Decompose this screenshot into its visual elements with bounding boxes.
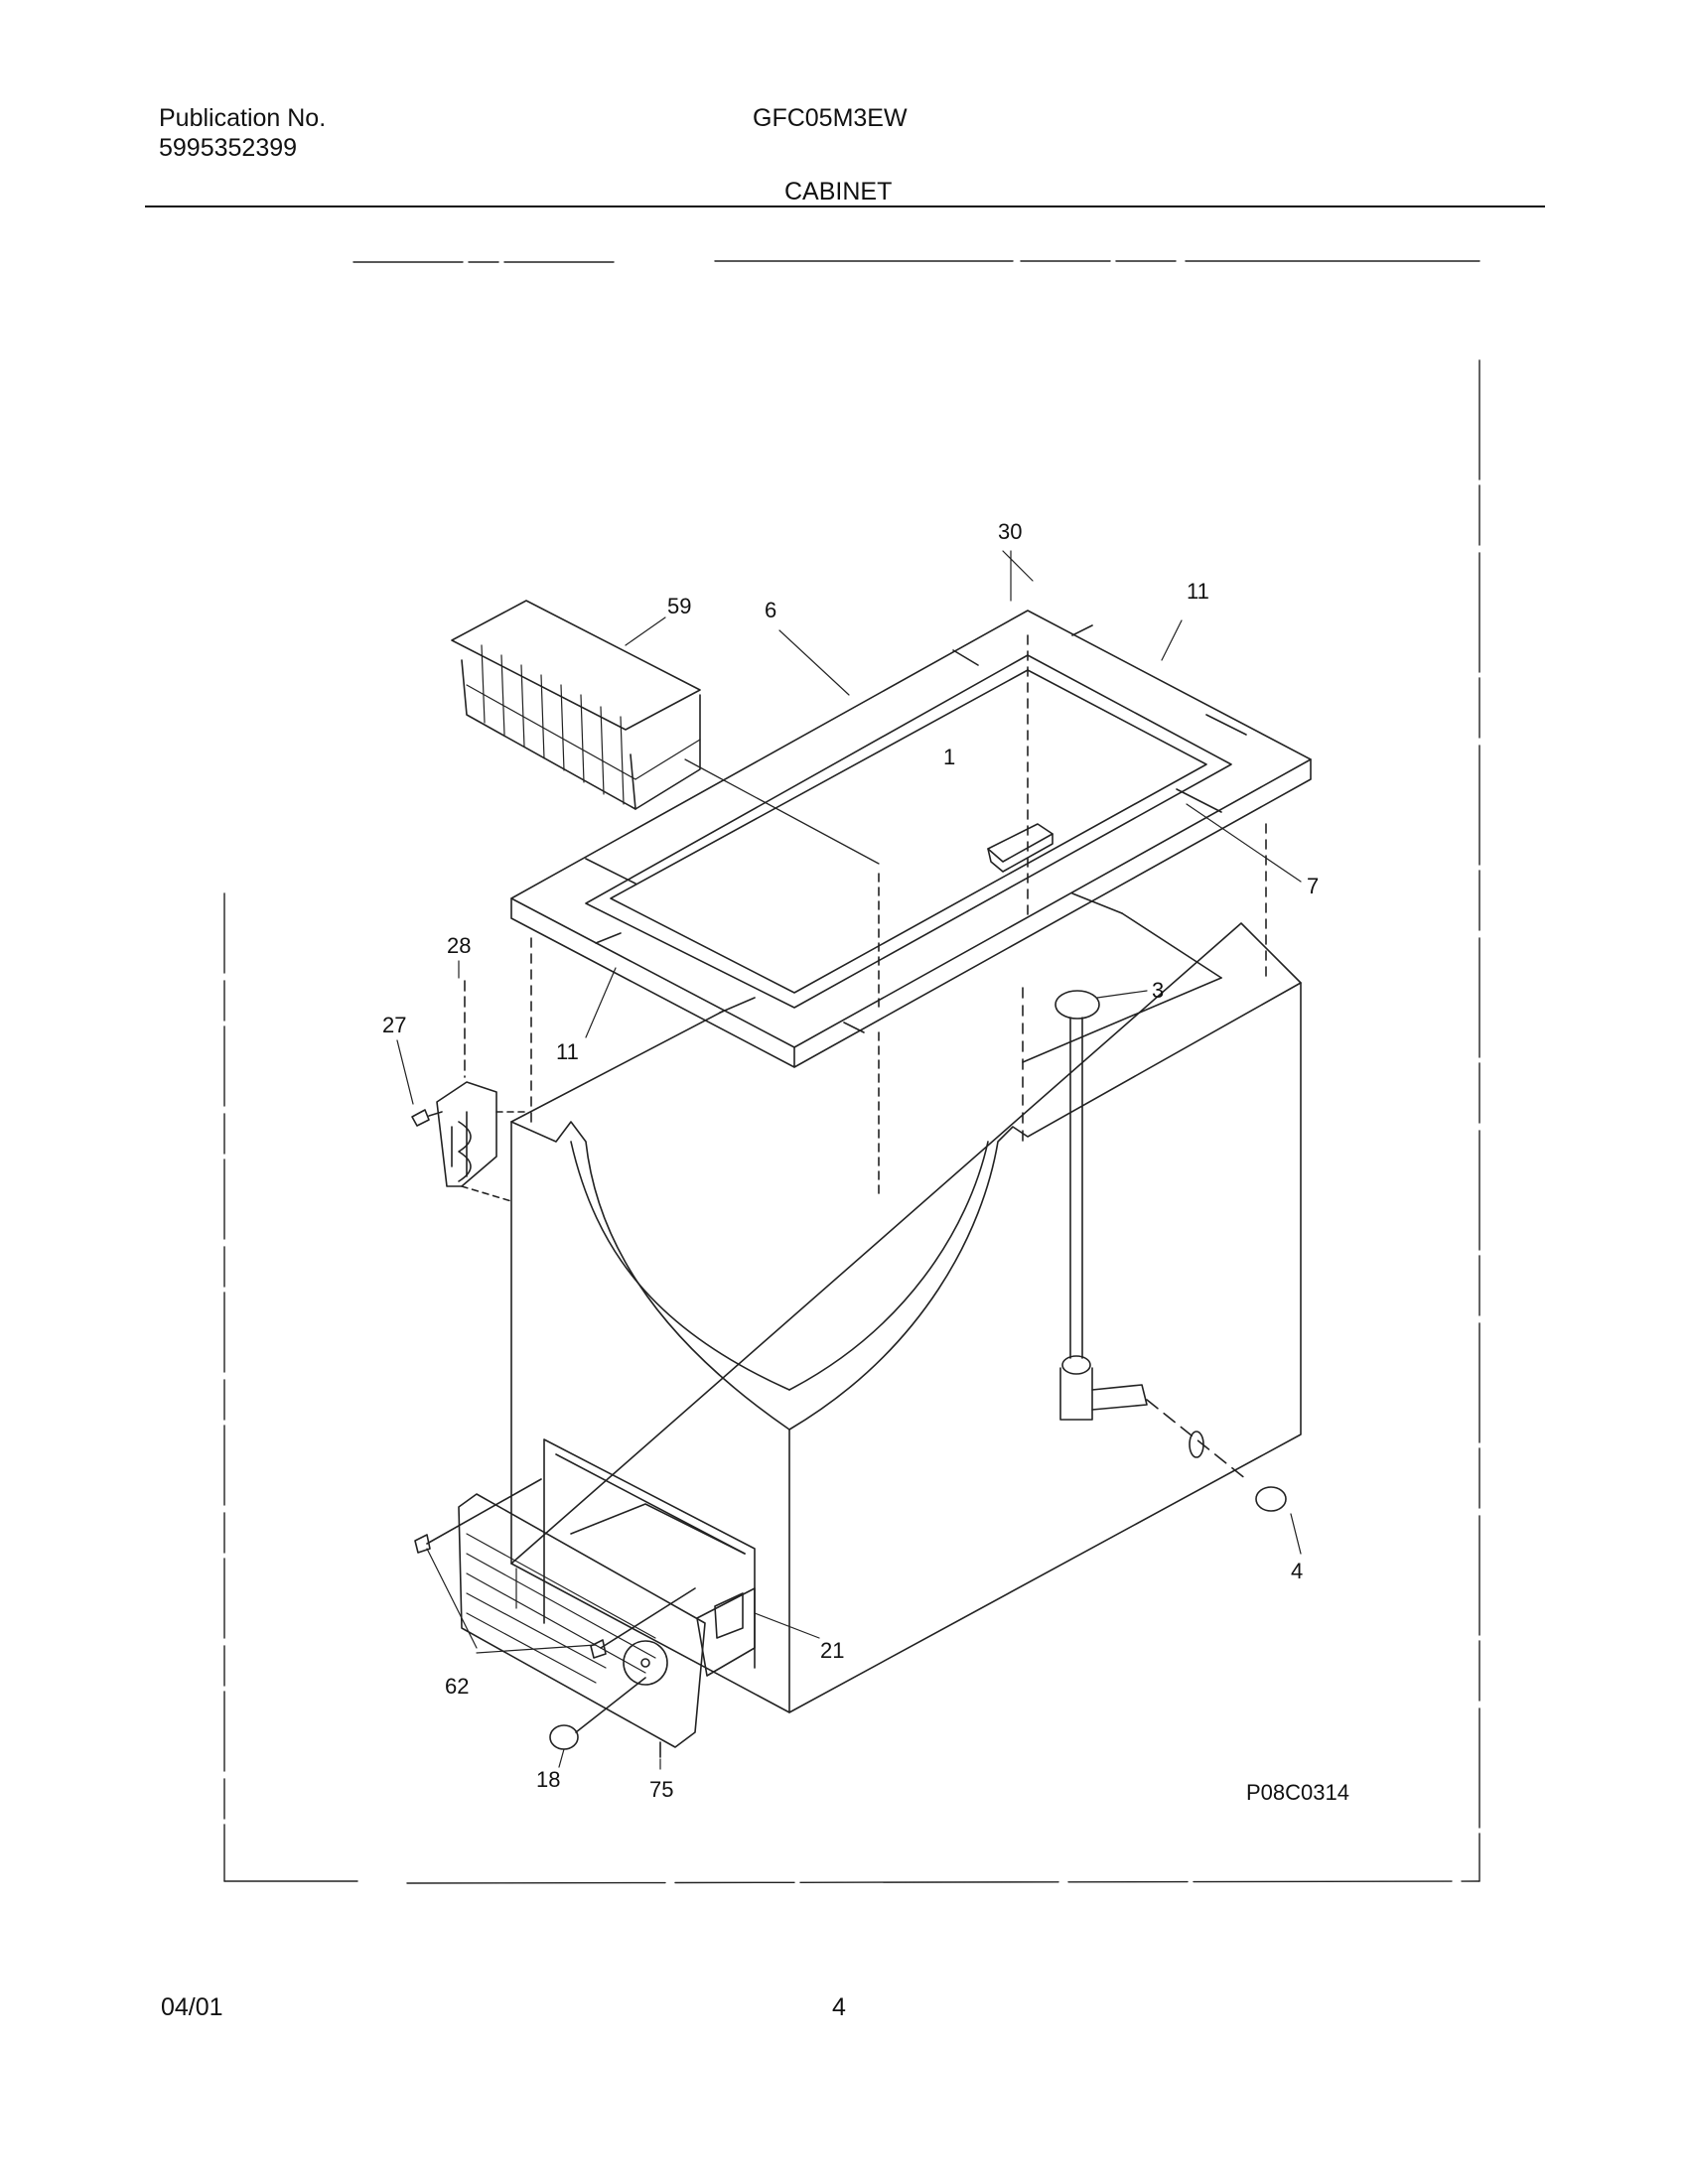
page-number: 4 — [832, 1993, 846, 2021]
callout-1: 1 — [943, 745, 955, 769]
callout-labels: 1 3 4 6 7 11 11 18 21 27 28 30 59 62 75 … — [382, 519, 1349, 1805]
callout-27: 27 — [382, 1013, 406, 1037]
callout-75: 75 — [649, 1777, 673, 1802]
callout-7: 7 — [1307, 874, 1319, 898]
section-title: CABINET — [784, 178, 893, 205]
callout-18: 18 — [536, 1767, 560, 1792]
callout-21: 21 — [820, 1638, 844, 1663]
callout-11-top: 11 — [1187, 579, 1209, 604]
callout-59: 59 — [667, 594, 691, 618]
publication-label: Publication No. — [159, 104, 327, 132]
model-number: GFC05M3EW — [753, 104, 908, 132]
callout-62: 62 — [445, 1674, 469, 1699]
drain-assembly — [1055, 990, 1287, 1512]
publication-number: 5995352399 — [159, 134, 298, 162]
drawing-frame — [223, 260, 1480, 1884]
callout-4: 4 — [1291, 1559, 1303, 1583]
front-grille — [414, 1478, 756, 1758]
leader-lines — [396, 550, 1302, 1770]
callout-30: 30 — [998, 519, 1022, 544]
callout-11-left: 11 — [556, 1039, 579, 1064]
breaker-strip-frame — [510, 610, 1312, 1123]
lid-handle — [987, 823, 1054, 873]
revision-date: 04/01 — [161, 1993, 223, 2021]
wire-basket — [451, 600, 880, 865]
callout-3: 3 — [1152, 978, 1164, 1003]
hinge-assembly — [411, 980, 527, 1202]
drawing-id: P08C0314 — [1246, 1780, 1349, 1805]
callout-6: 6 — [765, 598, 776, 622]
cabinet-body — [510, 892, 1302, 1713]
header-rule — [145, 205, 1545, 207]
callout-28: 28 — [447, 933, 471, 958]
